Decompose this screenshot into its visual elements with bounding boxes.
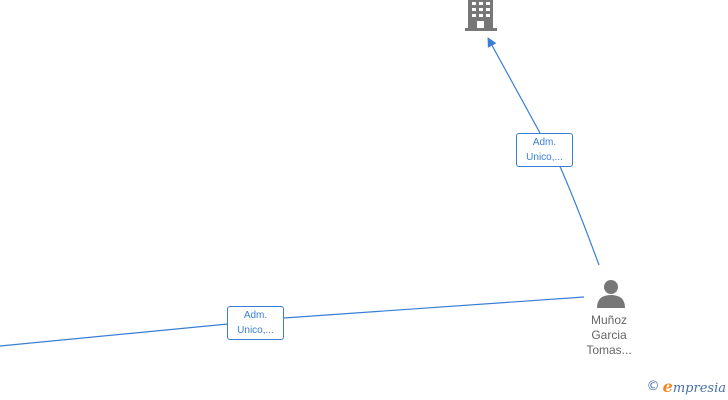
copyright-symbol: © — [646, 379, 660, 394]
edge-label-line1: Adm. — [532, 137, 557, 148]
brand-name: mpresia — [672, 381, 726, 396]
person-name-line1: Muñoz — [590, 313, 628, 327]
person-icon[interactable] — [597, 280, 625, 308]
building-icon[interactable] — [465, 0, 497, 31]
edge-label-offscreen[interactable]: Adm. Unico,... — [227, 306, 284, 340]
brand-watermark: © empresia — [647, 377, 726, 396]
person-name-line2: Garcia — [591, 328, 627, 342]
edge-label-company[interactable]: Adm. Unico,... — [516, 133, 573, 167]
person-name-line3: Tomas... — [586, 343, 632, 357]
edge-label-line2: Unico,... — [237, 325, 274, 336]
person-name[interactable]: Muñoz Garcia Tomas... — [564, 313, 654, 358]
edge-person-to-offscreen — [0, 296, 585, 347]
edge-label-line2: Unico,... — [526, 152, 563, 163]
edge-label-line1: Adm. — [243, 310, 268, 321]
edge-person-to-company — [488, 38, 600, 266]
brand-initial: e — [662, 377, 673, 396]
